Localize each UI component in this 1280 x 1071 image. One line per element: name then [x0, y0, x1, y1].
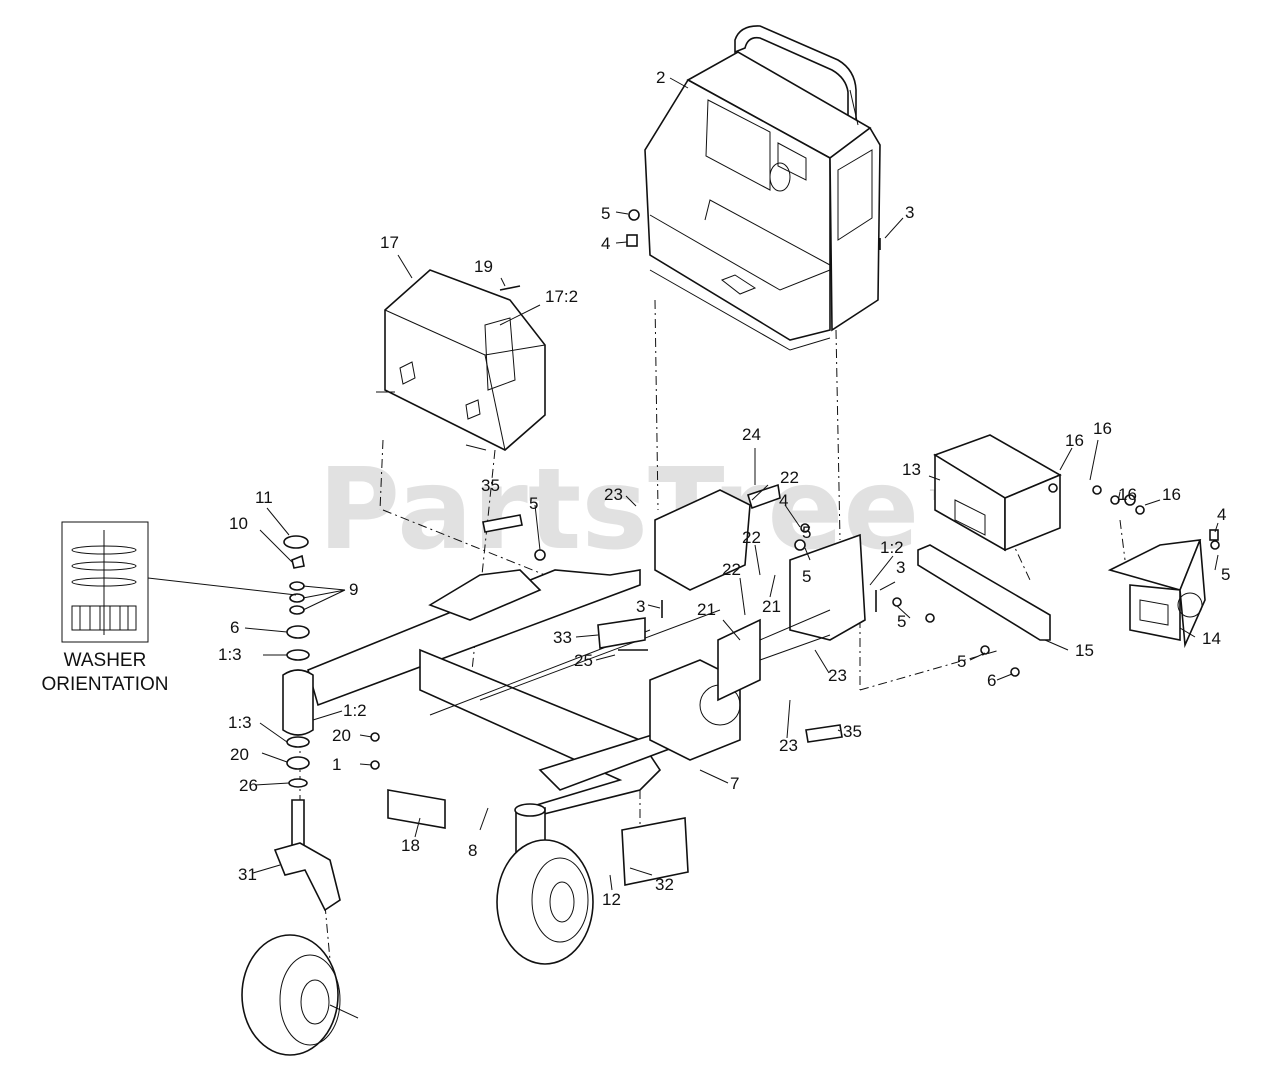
callout-23: 23 — [604, 485, 623, 504]
callout-11: 11 — [255, 488, 273, 507]
callout-3: 3 — [905, 203, 914, 222]
callout-21: 21 — [697, 600, 716, 619]
callout-35: 35 — [481, 476, 500, 495]
callout-4: 4 — [779, 491, 788, 510]
front-wheel-part — [496, 803, 594, 965]
callout-1-2: 1:2 — [880, 538, 904, 557]
inset-caption-line1: WASHER — [64, 650, 147, 671]
callout-5: 5 — [1221, 565, 1230, 584]
callout-31: 32 — [655, 875, 674, 894]
callout-16: 16 — [1162, 485, 1181, 504]
callout-labels: 2 5 4 3 17 19 17:2 24 22 16 16 13 16 16 … — [218, 68, 1230, 909]
cover-panel-part — [376, 269, 546, 451]
callout-4: 4 — [601, 234, 610, 253]
caster-stack-part — [273, 535, 341, 912]
decal-26-part — [387, 789, 446, 829]
callout-3: 3 — [636, 597, 645, 616]
callout-5: 5 — [802, 567, 811, 586]
callout-1-2: 1:2 — [343, 701, 367, 720]
callout-25: 25 — [574, 651, 593, 670]
decal-35a-part — [482, 514, 523, 533]
callout-24: 24 — [742, 425, 761, 444]
callout-5: 5 — [802, 523, 811, 542]
pump-mount-14-part — [1107, 539, 1206, 649]
callout-1-3: 1:3 — [228, 713, 252, 732]
callout-21: 21 — [762, 597, 781, 616]
callout-16: 16 — [1093, 419, 1112, 438]
callout-22: 22 — [780, 468, 799, 487]
callout-1: 7 — [730, 774, 739, 793]
callout-13: 13 — [902, 460, 921, 479]
assembly-lines — [299, 299, 1126, 961]
inset-caption-line2: ORIENTATION — [41, 674, 168, 695]
callout-8: 31 — [238, 865, 257, 884]
callout-6: 20 — [230, 745, 249, 764]
callout-10: 10 — [229, 514, 248, 533]
callout-17-2: 17:2 — [545, 287, 578, 306]
bar-15-part — [917, 544, 1051, 641]
callout-15: 15 — [1075, 641, 1094, 660]
callout-5: 5 — [957, 652, 966, 671]
callout-2: 2 — [656, 68, 665, 87]
control-tower-part — [644, 25, 881, 351]
callout-5: 6 — [987, 671, 996, 690]
callout-1-3: 1:3 — [218, 645, 242, 664]
callout-19: 19 — [474, 257, 493, 276]
callout-20: 20 — [332, 726, 351, 745]
callout-4: 4 — [1217, 505, 1226, 524]
callout-17: 17 — [380, 233, 399, 252]
washer-orientation-inset: WASHER ORIENTATION — [41, 521, 297, 695]
callout-22: 22 — [742, 528, 761, 547]
hardware-fasteners — [370, 209, 1220, 770]
callout-35: 35 — [843, 722, 862, 741]
callout-26: 18 — [401, 836, 420, 855]
callout-22: 22 — [722, 560, 741, 579]
callout-9: 9 — [349, 580, 358, 599]
callout-23: 23 — [779, 736, 798, 755]
callout-32: 12 — [602, 890, 621, 909]
callout-23: 23 — [828, 666, 847, 685]
callout-7: 26 — [239, 776, 258, 795]
plate-31-part — [621, 817, 689, 886]
leader-lines — [244, 77, 1219, 1019]
callout-14: 14 — [1202, 629, 1221, 648]
callout-18: 8 — [468, 841, 477, 860]
callout-5: 5 — [601, 204, 610, 223]
callout-5: 5 — [897, 612, 906, 631]
callout-5: 5 — [529, 494, 538, 513]
callout-20: 1 — [332, 755, 341, 774]
caster-wheel-12-part — [241, 934, 341, 1056]
callout-6: 6 — [230, 618, 239, 637]
pump-mount-13-part — [933, 434, 1062, 552]
main-frame-part — [307, 489, 866, 822]
callout-16: 16 — [1065, 431, 1084, 450]
bracket-24-part — [747, 483, 781, 510]
callout-33: 33 — [553, 628, 572, 647]
callout-3: 3 — [896, 558, 905, 577]
callout-16: 16 — [1118, 485, 1137, 504]
decal-35b-part — [805, 724, 843, 743]
